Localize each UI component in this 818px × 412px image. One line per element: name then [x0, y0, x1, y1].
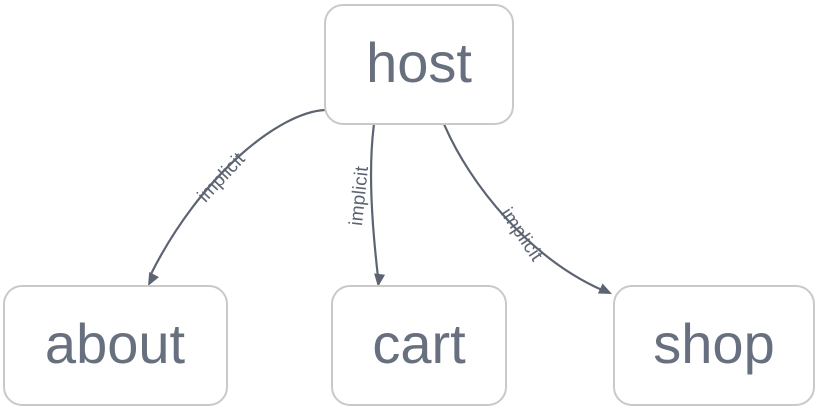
node-host-box: [324, 4, 514, 125]
node-shop-box: [613, 285, 815, 406]
edge-path-host-about: [148, 108, 327, 278]
arrowhead-cart: [374, 273, 386, 287]
node-cart-box: [331, 285, 507, 406]
edge-label-host-cart: implicit: [346, 165, 373, 227]
node-cart[interactable]: cart: [331, 285, 507, 406]
edge-host-about[interactable]: implicit: [143, 108, 327, 289]
arrowhead-shop: [597, 283, 612, 294]
edge-label-host-about: implicit: [194, 148, 250, 206]
edge-label-host-shop: implicit: [496, 204, 547, 266]
arrowhead-about: [148, 271, 159, 286]
node-shop[interactable]: shop: [613, 285, 815, 406]
node-cart-label: cart: [372, 312, 466, 375]
edge-path-host-cart: [369, 122, 380, 279]
node-about[interactable]: about: [3, 285, 228, 406]
node-host-label: host: [366, 31, 472, 94]
nodes-layer: host about cart shop: [3, 4, 815, 406]
edge-path-host-shop: [442, 122, 604, 292]
node-about-label: about: [45, 312, 186, 375]
edges-layer: implicit implicit implicit: [143, 108, 614, 299]
edge-host-shop[interactable]: implicit: [442, 122, 614, 299]
edge-host-cart[interactable]: implicit: [346, 122, 386, 288]
node-about-box: [3, 285, 228, 406]
node-shop-label: shop: [653, 312, 774, 375]
node-host[interactable]: host: [324, 4, 514, 125]
